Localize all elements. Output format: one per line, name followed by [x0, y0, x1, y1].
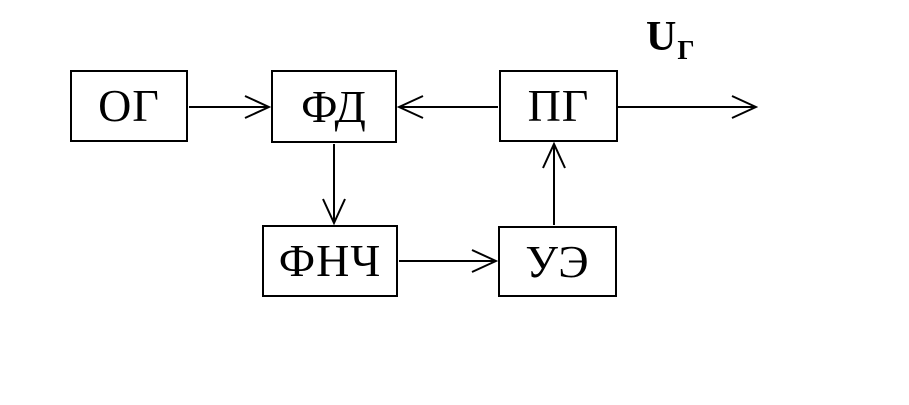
output-signal-label: UГ — [646, 14, 695, 64]
output-label-base: U — [646, 14, 677, 60]
node-label: ОГ — [98, 80, 160, 131]
node-label: ФД — [301, 80, 367, 132]
node-lowpass-filter: ФНЧ — [262, 225, 398, 297]
node-tunable-generator: ПГ — [499, 70, 618, 142]
node-phase-detector: ФД — [271, 70, 397, 143]
node-label: ФНЧ — [278, 235, 382, 286]
node-reference-oscillator: ОГ — [70, 70, 188, 142]
node-label: ПГ — [527, 80, 590, 131]
node-control-element: УЭ — [498, 226, 617, 297]
output-label-subscript: Г — [677, 35, 695, 65]
node-label: УЭ — [525, 235, 590, 287]
